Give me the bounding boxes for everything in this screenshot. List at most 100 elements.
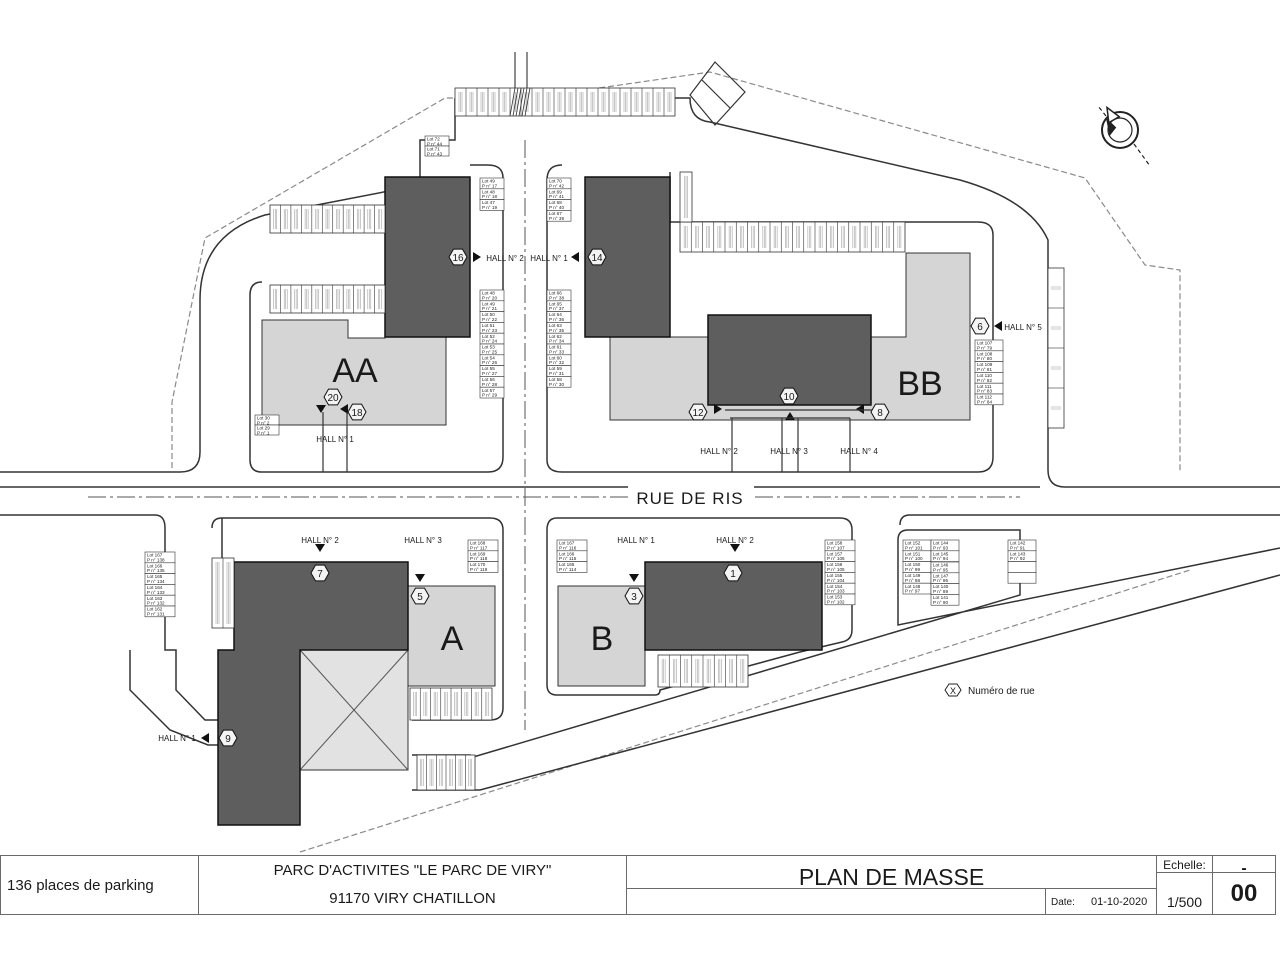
lot-number: Lot 49 bbox=[482, 179, 495, 184]
place-number: P n° 37 bbox=[549, 306, 564, 311]
lot-number: Lot 111 bbox=[977, 384, 992, 389]
place-number: P n° 26 bbox=[482, 360, 497, 365]
lot-number: Lot 64 bbox=[549, 312, 562, 317]
place-number: P n° 119 bbox=[470, 567, 488, 572]
building-label-B: B bbox=[591, 620, 614, 658]
lot-number: Lot 66 bbox=[549, 291, 562, 296]
street-number-marker: 3 bbox=[624, 587, 644, 605]
place-number: P n° 28 bbox=[482, 382, 497, 387]
parking-lot bbox=[1007, 561, 1037, 573]
drawing-title-cell: PLAN DE MASSE Date: 01-10-2020 bbox=[627, 856, 1157, 914]
hall-arrow-icon bbox=[340, 404, 348, 414]
lot-number: Lot 109 bbox=[977, 362, 993, 367]
street-number-marker: 1 bbox=[723, 564, 743, 582]
lot-number: Lot 165 bbox=[559, 562, 575, 567]
street-number-text: 1 bbox=[730, 569, 736, 580]
place-number: P n° 29 bbox=[482, 393, 497, 398]
reserved-stall bbox=[509, 87, 531, 117]
parking-lot: Lot 49P n° 17 bbox=[479, 177, 505, 190]
title-block: 136 places de parking PARC D'ACTIVITES "… bbox=[0, 855, 1276, 915]
footprint-A bbox=[217, 561, 409, 826]
place-number: P n° 25 bbox=[482, 349, 497, 354]
building-label-A: A bbox=[441, 620, 464, 658]
parking-strip bbox=[416, 754, 476, 791]
lot-number: Lot 154 bbox=[827, 584, 843, 589]
place-number: P n° 107 bbox=[827, 545, 845, 550]
lot-number: Lot 61 bbox=[549, 345, 562, 350]
lot-number: Lot 167 bbox=[147, 553, 163, 558]
drawing-title: PLAN DE MASSE bbox=[798, 864, 985, 890]
place-number: P n° 105 bbox=[827, 567, 845, 572]
place-number: P n° 93 bbox=[933, 545, 948, 550]
legend-label: Numéro de rue bbox=[968, 686, 1035, 697]
lot-number: Lot 142 bbox=[1010, 541, 1026, 546]
place-number: P n° 20 bbox=[482, 295, 497, 300]
hall-label: HALL N° 1 bbox=[617, 536, 655, 545]
street-number-text: 9 bbox=[225, 734, 231, 745]
lot-number: Lot 48 bbox=[482, 189, 495, 194]
place-number: P n° 27 bbox=[482, 371, 497, 376]
street-number-marker: 16 bbox=[448, 248, 468, 266]
parking-strip bbox=[1047, 267, 1065, 429]
place-number: P n° 84 bbox=[977, 399, 992, 404]
place-number: P n° 116 bbox=[559, 545, 577, 550]
place-number: P n° 19 bbox=[482, 205, 497, 210]
place-number: P n° 106 bbox=[827, 556, 845, 561]
lot-number: Lot 157 bbox=[827, 551, 843, 556]
place-number: P n° 103 bbox=[827, 589, 845, 594]
street-number-text: 5 bbox=[417, 592, 423, 603]
lot-number: Lot 143 bbox=[1010, 551, 1026, 556]
hall-arrow-icon bbox=[856, 404, 864, 414]
place-number: P n° 94 bbox=[933, 556, 948, 561]
place-number: P n° 44 bbox=[427, 141, 442, 146]
parking-strips bbox=[211, 87, 1065, 791]
lot-number: Lot 158 bbox=[827, 541, 843, 546]
project-name: PARC D'ACTIVITES "LE PARC DE VIRY" bbox=[273, 862, 552, 879]
parking-lot: Lot 49P n° 21 bbox=[479, 300, 505, 312]
hall-arrow-icon bbox=[730, 544, 740, 552]
parking-strip bbox=[269, 284, 386, 314]
lot-number: Lot 65 bbox=[549, 301, 562, 306]
parking-strip bbox=[657, 654, 749, 688]
scale-label: Echelle: bbox=[1163, 858, 1206, 872]
street-number-marker: 5 bbox=[410, 587, 430, 605]
parking-strip bbox=[269, 204, 386, 234]
parking-lot: Lot 48P n° 20 bbox=[479, 289, 505, 302]
parking-lot: Lot 52P n° 24 bbox=[479, 332, 505, 345]
lot-number: Lot 150 bbox=[905, 562, 921, 567]
lot-number: Lot 51 bbox=[482, 323, 495, 328]
place-number: P n° 18 bbox=[482, 194, 497, 199]
lot-number: Lot 53 bbox=[482, 345, 495, 350]
lot-number: Lot 162 bbox=[147, 607, 163, 612]
street-number-marker: 20 bbox=[323, 388, 343, 406]
place-number: P n° 36 bbox=[549, 317, 564, 322]
place-number: P n° 23 bbox=[482, 328, 497, 333]
parking-lot: Lot 60P n° 32 bbox=[546, 354, 572, 366]
parking-count: 136 places de parking bbox=[1, 856, 199, 914]
place-number: P n° 97 bbox=[905, 589, 920, 594]
street-number-text: 20 bbox=[327, 393, 339, 404]
lot-number: Lot 156 bbox=[827, 562, 843, 567]
place-number: P n° 95 bbox=[933, 567, 948, 572]
lot-number: Lot 147 bbox=[933, 573, 949, 578]
lot-number: Lot 145 bbox=[933, 551, 949, 556]
legend-symbol: X bbox=[950, 686, 956, 696]
place-number: P n° 99 bbox=[905, 567, 920, 572]
lot-number: Lot 155 bbox=[827, 573, 843, 578]
lot-number: Lot 60 bbox=[549, 355, 562, 360]
hall-label: HALL N° 1 bbox=[158, 734, 196, 743]
lot-number: Lot 55 bbox=[482, 366, 495, 371]
lot-number: Lot 56 bbox=[482, 377, 495, 382]
south-roads bbox=[0, 514, 1280, 791]
